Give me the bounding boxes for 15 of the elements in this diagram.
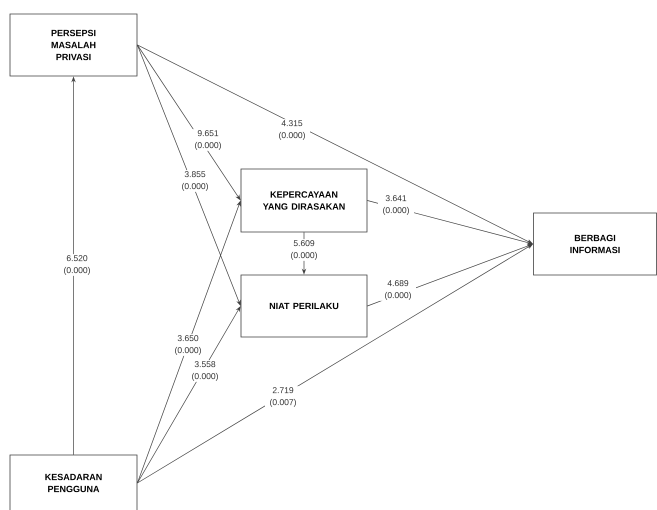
path-coefficient: 3.650 (0.000) — [170, 334, 206, 356]
path-coefficient: 5.609 (0.000) — [286, 239, 322, 261]
path-coefficient: 2.719 (0.007) — [265, 386, 301, 408]
variable-box: NIAT PERILAKU — [240, 274, 368, 338]
variable-box: BERBAGI INFORMASI — [533, 212, 657, 276]
path-coefficient: 3.641 (0.000) — [378, 194, 414, 216]
path-coefficient: 3.558 (0.000) — [187, 360, 223, 382]
path-coefficient: 9.651 (0.000) — [190, 129, 226, 151]
variable-box: KEPERCAYAAN YANG DIRASAKAN — [240, 168, 368, 232]
variable-box: PERSEPSI MASALAH PRIVASI — [10, 14, 138, 76]
path-coefficient: 4.689 (0.000) — [380, 279, 416, 301]
path-coefficient: 3.855 (0.000) — [177, 170, 213, 192]
path-coefficient: 6.520 (0.000) — [59, 254, 95, 276]
variable-box: KESADARAN PENGGUNA — [10, 454, 138, 510]
path-coefficient: 4.315 (0.000) — [274, 119, 310, 141]
